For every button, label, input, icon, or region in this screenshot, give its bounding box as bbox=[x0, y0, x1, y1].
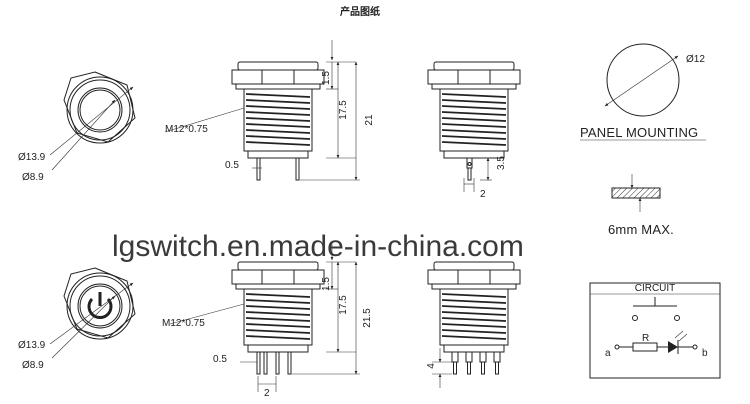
top-side-total-height: 21 bbox=[364, 114, 375, 126]
bottom-front-inner-diameter: Ø8.9 bbox=[22, 360, 44, 371]
bottom-side-thread-lines bbox=[245, 293, 311, 340]
circuit-node-a bbox=[614, 344, 620, 350]
bottom-side-total-height: 21.5 bbox=[362, 308, 373, 328]
circuit-node-b-label: b bbox=[702, 348, 708, 359]
resistor-symbol bbox=[632, 342, 658, 352]
top-back-view: 2 3.5 bbox=[427, 61, 521, 200]
led-diode-symbol bbox=[668, 341, 678, 353]
top-front-inner-diameter: Ø8.9 bbox=[22, 172, 44, 183]
panel-cross-section bbox=[611, 187, 661, 199]
circuit-node-a-label: a bbox=[605, 348, 611, 359]
bottom-back-pin-height: 4 bbox=[426, 363, 437, 369]
bottom-side-head-height: 1.5 bbox=[321, 277, 332, 291]
circuit-node-b bbox=[692, 344, 698, 350]
panel-hole-diameter: Ø12 bbox=[686, 54, 705, 65]
circuit-diagram: CIRCUIT R a b bbox=[589, 282, 721, 379]
bottom-side-view: M12*0.75 0.5 2 1.5 17.5 21.5 bbox=[162, 244, 373, 399]
bottom-side-thread-label: M12*0.75 bbox=[162, 318, 205, 329]
bottom-front-outer-diameter: Ø13.9 bbox=[18, 340, 46, 351]
bottom-side-thread-height: 17.5 bbox=[338, 295, 349, 315]
top-side-pin-gap: 0.5 bbox=[225, 160, 239, 171]
top-back-pin-height: 3.5 bbox=[496, 156, 507, 170]
circuit-title: CIRCUIT bbox=[635, 283, 676, 294]
watermark: lgswitch.en.made-in-china.com bbox=[112, 230, 524, 263]
top-back-pin-width: 2 bbox=[480, 189, 486, 200]
top-side-thread-lines bbox=[245, 93, 311, 146]
panel-mounting-label: PANEL MOUNTING bbox=[580, 125, 698, 140]
bottom-side-pin-gap: 0.5 bbox=[213, 354, 227, 365]
bottom-side-pin-width: 2 bbox=[264, 388, 270, 399]
top-front-view: Ø13.9 Ø8.9 bbox=[18, 71, 136, 183]
bottom-front-view: Ø13.9 Ø8.9 bbox=[18, 267, 136, 371]
top-side-view: M12*0.75 0.5 1.5 17.5 21 bbox=[164, 40, 375, 181]
resistor-label: R bbox=[642, 333, 649, 344]
bottom-back-thread-lines bbox=[441, 293, 507, 340]
top-side-thread-label: M12*0.75 bbox=[165, 124, 208, 135]
panel-mounting: Ø12 PANEL MOUNTING 6mm MAX. bbox=[580, 43, 706, 237]
top-back-thread-lines bbox=[441, 93, 507, 146]
top-front-outer-diameter: Ø13.9 bbox=[18, 152, 46, 163]
top-side-thread-height: 17.5 bbox=[338, 100, 349, 120]
panel-thickness-label: 6mm MAX. bbox=[608, 222, 674, 237]
power-symbol-icon bbox=[87, 292, 113, 319]
bottom-back-view: 4 bbox=[426, 261, 521, 388]
drawing-title: 产品图纸 bbox=[340, 5, 380, 18]
top-side-head-height: 1.5 bbox=[321, 71, 332, 85]
